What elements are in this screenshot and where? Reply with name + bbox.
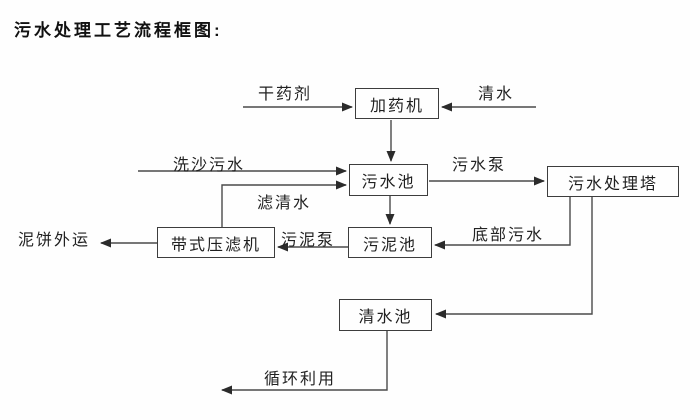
node-belt-filter-press: 带式压滤机 (157, 227, 275, 258)
flow-label-sewage-pump: 污水泵 (452, 157, 507, 174)
node-sludge-pool: 污泥池 (348, 227, 432, 258)
flow-label-bottom-sewage: 底部污水 (472, 227, 545, 244)
node-sewage-treatment-tower: 污水处理塔 (547, 166, 679, 197)
edge-clean-water-pool-to-recycle-use (221, 331, 388, 395)
flow-label-mud-cake-out: 泥饼外运 (18, 232, 91, 249)
flow-label-clean-water: 清水 (478, 86, 515, 103)
flow-label-dry-agent: 干药剂 (258, 86, 313, 103)
edge-tower-to-clean-water-pool (435, 197, 593, 319)
flow-label-filtered-water: 滤清水 (257, 195, 312, 212)
node-dosing-machine: 加药机 (355, 88, 439, 119)
edge-tower-bottom-sewage-to-sludge-pool (434, 197, 571, 250)
node-clean-water-pool: 清水池 (339, 299, 432, 331)
flow-label-sludge-pump: 污泥泵 (281, 232, 336, 249)
flow-label-sand-washing-sewage: 洗沙污水 (173, 157, 246, 174)
edge-filtered-water-press-to-sewage-pool (221, 180, 347, 228)
node-sewage-pool: 污水池 (349, 164, 428, 196)
flow-label-recycle-use: 循环利用 (264, 371, 337, 388)
diagram-title: 污水处理工艺流程框图: (14, 21, 223, 40)
